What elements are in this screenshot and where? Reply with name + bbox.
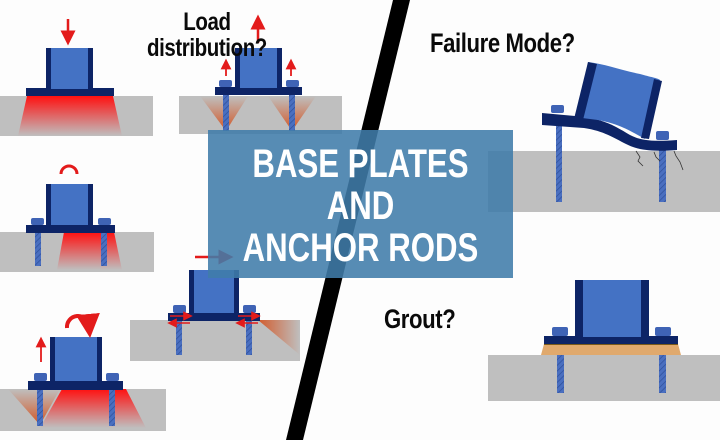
nut [552,327,568,336]
base-plate [28,381,123,390]
title-line-3: ANCHOR RODS [242,226,479,270]
crack-lines [635,150,684,171]
base-plate [544,336,678,344]
moment-arrow-icon [64,312,100,338]
nut [656,131,669,140]
concrete-block [488,151,720,212]
anchor-rod [246,313,252,355]
column [50,337,102,381]
nut [243,305,256,313]
anchor-rod [101,229,107,266]
anchor-rod [37,386,43,426]
stress-distribution [40,389,146,428]
diagram-plate-bending-failure [488,62,720,212]
anchor-rod [176,313,182,355]
failure-mode-label: Failure Mode? [430,28,575,58]
load-distribution-line-2: distribution? [147,34,267,63]
base-plate [168,313,260,321]
nut [31,218,44,225]
anchor-rod [659,142,666,202]
anchor-rod [289,88,295,131]
base-plate [26,225,115,233]
diagram-grouted-base-plate [488,280,720,401]
anchor-rod [109,386,115,426]
column [575,280,649,337]
base-plate [26,88,114,96]
stress-distribution [18,96,122,136]
page-title: BASE PLATES AND ANCHOR RODS [242,143,480,269]
title-line-2: AND [326,184,395,228]
moment-arrow-icon [59,164,79,175]
diagram-axial-compression [0,19,153,136]
anchor-rod [35,229,41,266]
column [235,48,282,88]
anchor-rod [557,354,564,393]
diagram-moment-with-tension [0,312,166,431]
anchor-rod [556,124,562,202]
anchor-rod [223,88,229,131]
nut [551,105,564,113]
nut [106,373,119,381]
breakout-cone [258,320,300,355]
load-distribution-line-1: Load [183,8,231,36]
nut [98,218,111,225]
bent-base-plate [542,113,677,151]
column [46,48,93,89]
grout-pad [541,344,681,355]
nut [655,327,671,336]
title-line-1: BASE PLATES [252,142,469,186]
tilted-column [574,62,662,139]
nut [219,80,232,87]
base-plate [215,87,302,95]
load-distribution-label: Load distribution? [147,9,267,62]
concrete-block [179,96,342,134]
column [46,184,93,225]
diagram-uplift-tension [179,14,342,134]
grout-label: Grout? [384,304,456,334]
diagram-shear [130,249,300,361]
diagram-moment [0,164,154,272]
nut [34,373,47,381]
nut [173,305,186,313]
concrete-block [488,355,720,401]
anchor-rod [659,354,666,393]
nut [286,80,299,87]
stress-distribution [57,232,122,270]
title-banner [208,130,513,278]
breakout-cone [8,389,60,425]
